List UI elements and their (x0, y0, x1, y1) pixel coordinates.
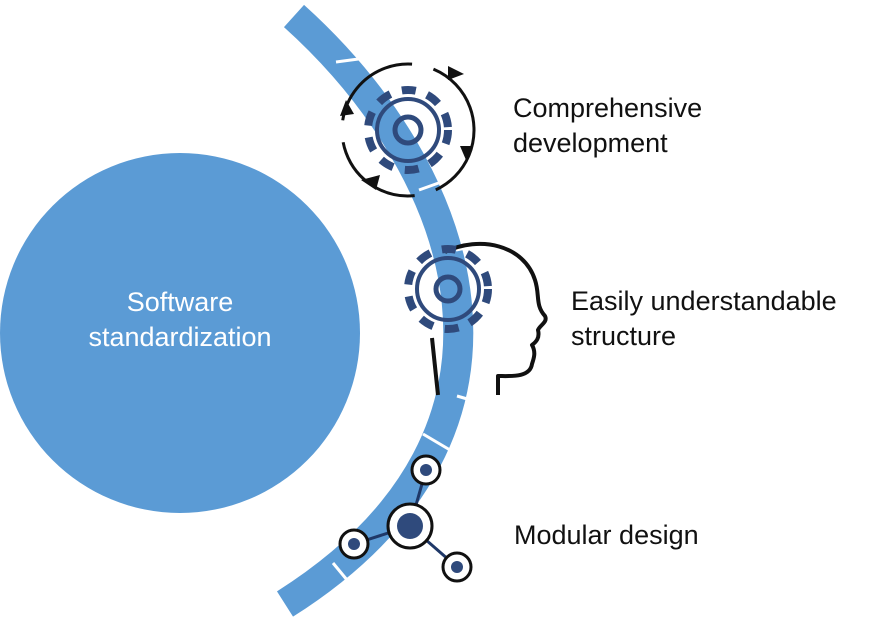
item-label-line1: Easily understandable (571, 286, 837, 316)
center-circle (0, 153, 360, 513)
center-title-line1: Software (126, 287, 234, 317)
item-label-modular-design: Modular design (514, 518, 699, 553)
item-label-line1: Comprehensive (513, 93, 703, 123)
item-label-comprehensive-development: Comprehensive development (513, 91, 702, 161)
item-label-line1: Modular design (514, 520, 699, 550)
item-label-easily-understandable-structure: Easily understandable structure (571, 284, 837, 354)
center-title: Software standardization (35, 285, 325, 355)
item-label-line2: development (513, 128, 668, 159)
curved-arc-band (276, 4, 474, 617)
head-gear-icon (404, 242, 548, 396)
center-title-line2: standardization (88, 322, 272, 353)
item-label-line2: structure (571, 321, 677, 352)
network-nodes-icon (338, 454, 473, 583)
gear-cycle-icon (340, 62, 476, 198)
